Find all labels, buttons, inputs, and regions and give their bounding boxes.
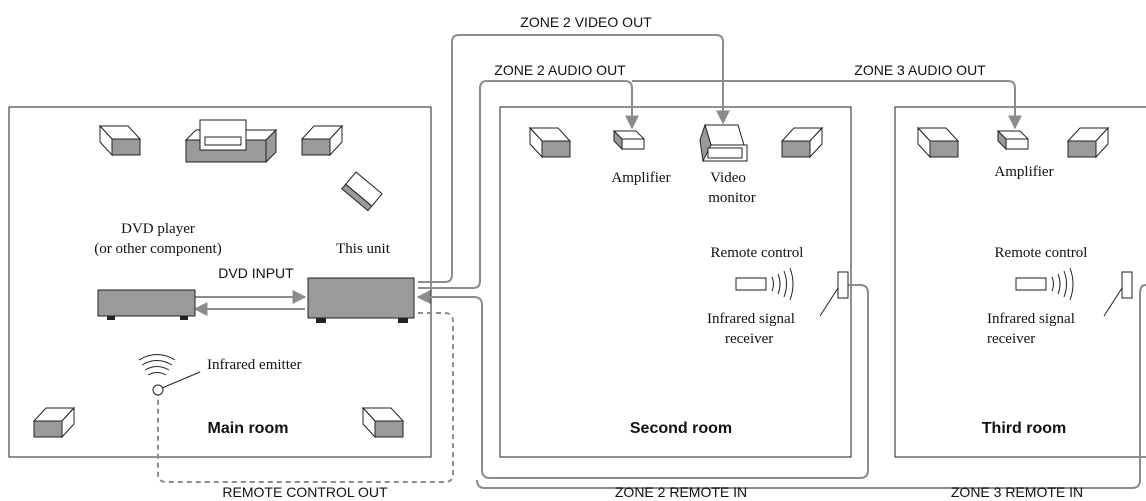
zone2-amplifier-label: Amplifier (611, 170, 670, 186)
zone2-ir-receiver-icon (819, 271, 849, 317)
zone2-audio-out-label: ZONE 2 AUDIO OUT (494, 62, 626, 78)
zone2-remote-in-label: ZONE 2 REMOTE IN (615, 484, 747, 500)
zone3-audio-out-line (632, 80, 1022, 130)
center-tv-icon (184, 119, 278, 164)
video-monitor-label: Video (710, 170, 746, 186)
video-monitor-icon (699, 123, 748, 163)
main-room-title: Main room (208, 420, 289, 437)
dvd-player-icon (97, 289, 196, 320)
second-room-title: Second room (630, 420, 732, 437)
zone3-remote-in-label: ZONE 3 REMOTE IN (951, 484, 1083, 500)
zone3-amplifier-label: Amplifier (994, 164, 1053, 180)
this-unit-icon (307, 277, 415, 323)
zone2-audio-out-line (418, 80, 639, 289)
infrared-emitter-label: Infrared emitter (207, 357, 302, 373)
zone3-ir-receiver-label: Infrared signal (987, 311, 1075, 327)
zone2-ir-receiver-label: Infrared signal (707, 311, 795, 327)
zone2-video-out-label: ZONE 2 VIDEO OUT (520, 14, 652, 30)
zone2-video-out-line (418, 34, 730, 283)
subwoofer-icon (341, 171, 383, 212)
zone2-ir-receiver-sublabel: receiver (725, 331, 773, 347)
zone2-remote-control-label: Remote control (711, 245, 804, 261)
remote-control-out-label: REMOTE CONTROL OUT (222, 484, 388, 500)
this-unit-label: This unit (336, 241, 391, 257)
dvd-player-sublabel: (or other component) (94, 241, 221, 257)
video-monitor-sublabel: monitor (708, 190, 756, 206)
third-room-title: Third room (982, 420, 1066, 437)
infrared-emitter-icon (138, 354, 201, 396)
zone3-ir-receiver-sublabel: receiver (987, 331, 1035, 347)
zone3-remote-control-label: Remote control (995, 245, 1088, 261)
zone2-remote-in-line (416, 284, 869, 479)
zone3-audio-out-label: ZONE 3 AUDIO OUT (854, 62, 986, 78)
zone3-remote-in-line (476, 284, 1146, 489)
dvd-player-label: DVD player (121, 221, 195, 237)
second-room-box (499, 106, 852, 458)
remote-control-out-line (157, 312, 454, 483)
zone3-ir-receiver-icon (1103, 271, 1133, 317)
dvd-input-label: DVD INPUT (218, 265, 294, 281)
